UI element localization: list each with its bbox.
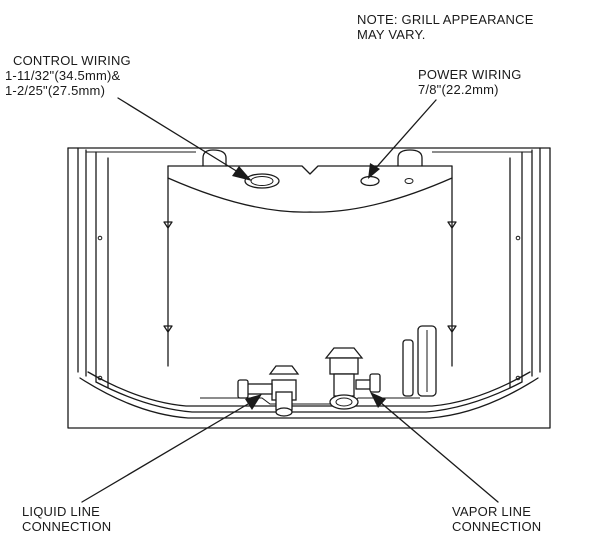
vapor-line-label: VAPOR LINE CONNECTION xyxy=(452,504,541,534)
control-wiring-size-2: 1-2/25"(27.5mm) xyxy=(5,83,106,98)
power-wiring-label: POWER WIRING 7/8"(22.2mm) xyxy=(418,67,522,97)
control-wiring-title: CONTROL WIRING xyxy=(13,53,131,68)
control-wiring-size-1: 1-11/32"(34.5mm)& xyxy=(5,68,121,83)
control-wiring-label: CONTROL WIRING 1-11/32"(34.5mm)& 1-2/25"… xyxy=(5,53,131,98)
inner-channels xyxy=(163,177,457,367)
note-line-2: MAY VARY. xyxy=(357,27,426,42)
power-wiring-size: 7/8"(22.2mm) xyxy=(418,82,499,97)
wiring-panel xyxy=(167,149,453,213)
cabinet-frame xyxy=(67,147,551,429)
power-wiring-title: POWER WIRING xyxy=(418,67,522,82)
liquid-line-title: LIQUID LINE xyxy=(22,504,101,519)
liquid-line-connection: CONNECTION xyxy=(22,519,112,534)
note-label: NOTE: GRILL APPEARANCE MAY VARY. xyxy=(357,12,534,42)
leader-vapor-line xyxy=(370,392,499,503)
liquid-valve xyxy=(237,365,300,417)
leader-power-wiring xyxy=(368,99,437,179)
note-line-1: NOTE: GRILL APPEARANCE xyxy=(357,12,534,27)
vapor-line-connection: CONNECTION xyxy=(452,519,542,534)
vapor-valve xyxy=(324,347,381,410)
leader-control-wiring xyxy=(117,97,252,181)
leader-liquid-line xyxy=(81,394,262,503)
base-pan xyxy=(79,371,539,419)
side-tube xyxy=(402,325,437,397)
vapor-line-title: VAPOR LINE xyxy=(452,504,532,519)
liquid-line-label: LIQUID LINE CONNECTION xyxy=(22,504,111,534)
